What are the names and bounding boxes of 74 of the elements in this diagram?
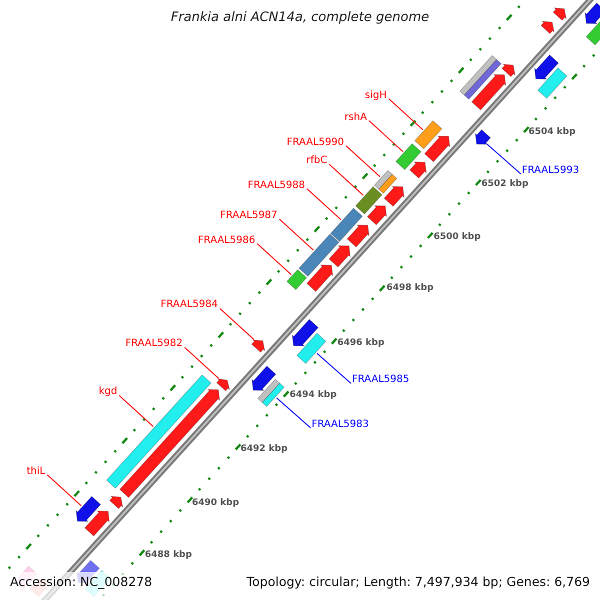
gene-feature xyxy=(534,54,559,80)
gene-feature xyxy=(355,186,382,214)
gene-label: FRAAL5988 xyxy=(248,180,305,191)
gene-label: FRAAL5982 xyxy=(125,339,183,350)
leader-line xyxy=(219,308,254,340)
gene-feature xyxy=(252,366,276,391)
leader-line xyxy=(328,164,364,196)
gene-feature xyxy=(459,55,502,100)
gene-feature xyxy=(471,74,506,110)
gene-label: thiL xyxy=(26,466,46,477)
gene-feature xyxy=(328,245,351,268)
gene-feature xyxy=(374,170,398,194)
gene-label: rshA xyxy=(344,112,367,123)
gene-feature xyxy=(409,162,427,179)
scale-label: 6492 kbp xyxy=(240,445,288,454)
leader-line xyxy=(46,474,82,506)
gene-label: FRAAL5990 xyxy=(286,138,344,148)
accession-text: Accession: NC_008278 xyxy=(10,576,152,588)
scale-label: 6490 kbp xyxy=(192,498,240,508)
gene-label: FRAAL5983 xyxy=(312,420,369,430)
gene-feature xyxy=(537,67,568,99)
gene-feature xyxy=(586,20,600,46)
leader-line xyxy=(118,395,154,427)
gene-feature xyxy=(292,318,319,346)
scale-label: 6500 kbp xyxy=(434,232,481,242)
scale-label: 6496 kbp xyxy=(337,338,384,348)
gene-label: rfbC xyxy=(306,156,328,166)
gene-feature xyxy=(384,186,404,207)
gene-label: FRAAL5985 xyxy=(352,375,410,386)
leader-line xyxy=(486,144,522,174)
gene-feature xyxy=(84,510,110,536)
scale-label: 6498 kbp xyxy=(386,284,434,294)
gene-label: kgd xyxy=(98,387,118,398)
gene-feature xyxy=(330,208,363,242)
gene-feature xyxy=(286,269,308,290)
gene-feature xyxy=(584,2,600,24)
gene-feature xyxy=(414,120,442,150)
gene-label: FRAAL5987 xyxy=(220,211,278,222)
gene-feature xyxy=(552,8,567,21)
gene-feature xyxy=(296,332,326,364)
leader-line xyxy=(184,346,220,379)
gene-feature xyxy=(119,389,220,498)
scale-label: 6502 kbp xyxy=(481,180,528,189)
leader-line xyxy=(306,188,342,220)
gene-feature xyxy=(76,496,102,522)
gene-label: FRAAL5993 xyxy=(522,166,580,176)
map-title: Frankia alni ACN14a, complete genome xyxy=(170,11,430,24)
genome-stats-text: Topology: circular; Length: 7,497,934 bp; Genes: 6,769 xyxy=(246,576,590,588)
gene-feature xyxy=(216,378,230,392)
scale-label: 6504 kbp xyxy=(528,128,576,138)
leader-line xyxy=(368,120,404,152)
gene-label: FRAAL5986 xyxy=(198,236,256,246)
gene-label: FRAAL5984 xyxy=(160,300,218,310)
scale-label: 6488 kbp xyxy=(144,550,192,560)
leader-line xyxy=(316,352,352,384)
gene-feature xyxy=(346,224,370,248)
gene-feature xyxy=(251,340,266,353)
leader-line xyxy=(276,397,312,428)
gene-feature xyxy=(366,205,387,226)
leader-line xyxy=(346,145,380,178)
gene-feature xyxy=(502,64,516,78)
gene-feature xyxy=(540,20,555,34)
leader-line xyxy=(256,243,292,276)
gene-feature xyxy=(395,143,422,170)
gene-feature xyxy=(257,378,285,407)
gene-feature xyxy=(109,496,124,510)
leader-line xyxy=(388,98,424,130)
scale-label: 6494 kbp xyxy=(290,391,337,400)
leader-line xyxy=(278,218,314,251)
gene-feature xyxy=(424,136,450,162)
gene-feature xyxy=(298,234,340,277)
gene-feature xyxy=(475,129,491,145)
gene-label: sigH xyxy=(364,90,387,101)
gene-feature xyxy=(306,264,334,292)
